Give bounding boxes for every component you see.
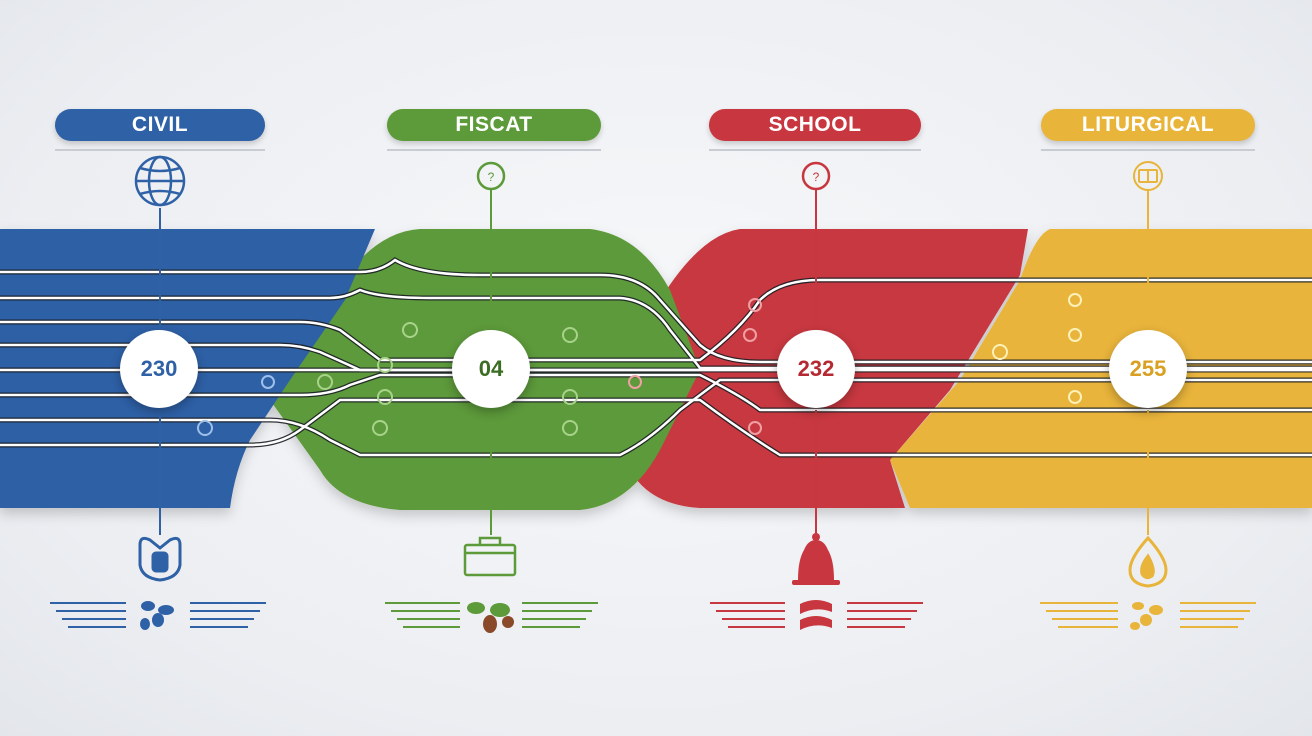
divider — [387, 149, 601, 151]
briefcase-icon — [463, 536, 517, 577]
pin-icon: ? — [801, 161, 831, 191]
minor-node-icon — [377, 357, 393, 373]
category-label-civil: CIVIL — [55, 109, 265, 141]
minor-node-icon — [562, 389, 578, 405]
globe-icon — [134, 155, 186, 207]
flower-icon — [1130, 602, 1163, 630]
minor-node-icon — [402, 322, 418, 338]
svg-text:?: ? — [488, 170, 495, 184]
minor-node-icon — [372, 420, 388, 436]
book-icon — [1133, 161, 1163, 191]
flower-icon — [140, 601, 174, 630]
minor-node-icon — [1068, 328, 1082, 342]
pin-icon: ? — [476, 161, 506, 191]
footer-stripes-school — [710, 602, 923, 628]
minor-node-icon — [743, 328, 757, 342]
category-label-school: SCHOOL — [709, 109, 921, 141]
divider — [1041, 149, 1255, 151]
category-label-liturgical: LITURGICAL — [1041, 109, 1255, 141]
minor-node-icon — [562, 420, 578, 436]
medal-icon — [138, 536, 182, 582]
minor-node-icon — [317, 374, 333, 390]
minor-node-icon — [1068, 390, 1082, 404]
minor-node-icon — [628, 375, 642, 389]
bell-icon — [792, 533, 840, 585]
category-label-fiscal: FISCAT — [387, 109, 601, 141]
minor-node-icon — [377, 389, 393, 405]
minor-markers — [197, 293, 1082, 436]
flame-icon — [1128, 535, 1168, 588]
minor-node-icon — [197, 420, 213, 436]
value-node-school: 232 — [777, 330, 855, 408]
minor-node-icon — [992, 344, 1008, 360]
ribbon-icon — [800, 600, 832, 630]
minor-node-icon — [261, 375, 275, 389]
value-node-liturgical: 255 — [1109, 330, 1187, 408]
minor-node-icon — [748, 298, 762, 312]
leaves-icon — [467, 602, 514, 633]
footer-stripes-liturgical — [1040, 602, 1256, 628]
connector-stems — [159, 190, 1149, 540]
divider — [709, 149, 921, 151]
minor-node-icon — [748, 421, 762, 435]
svg-text:?: ? — [813, 170, 820, 184]
minor-node-icon — [1068, 293, 1082, 307]
divider — [55, 149, 265, 151]
value-node-fiscal: 04 — [452, 330, 530, 408]
footer-stripes-fiscal — [385, 602, 598, 628]
flow-lines — [0, 256, 1312, 458]
footer-stripes-civil — [50, 602, 266, 628]
value-node-civil: 230 — [120, 330, 198, 408]
minor-node-icon — [562, 327, 578, 343]
